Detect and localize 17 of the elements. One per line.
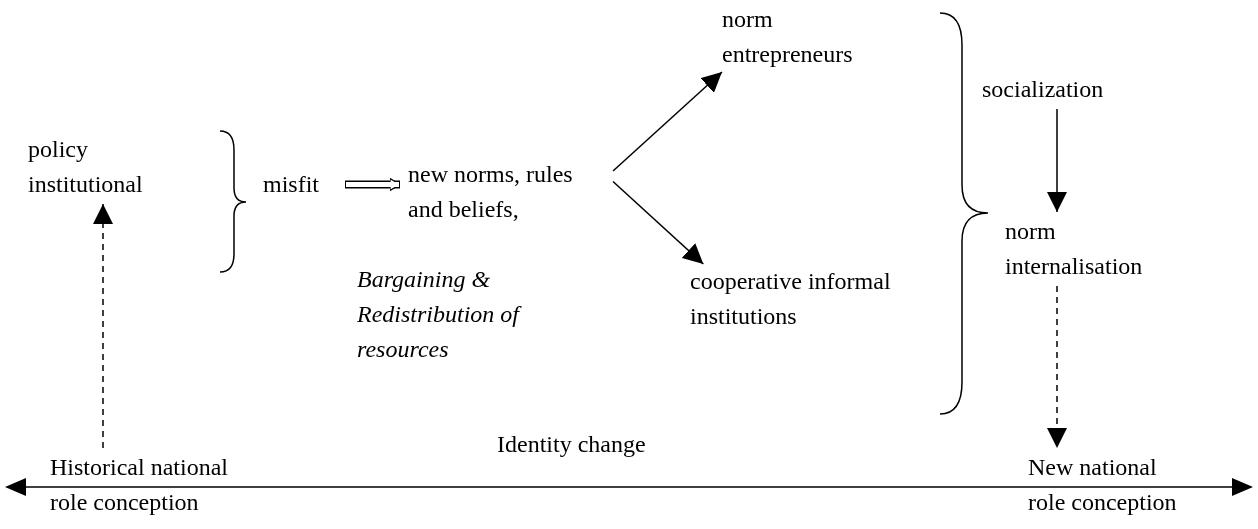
node-text: policy institutional <box>28 135 144 199</box>
node-text: norm internalisation <box>1005 217 1144 281</box>
node-text: New national role conception <box>1028 453 1178 517</box>
hollow-arrow <box>345 177 401 192</box>
arrow <box>612 180 705 265</box>
diagram-label: Identity change <box>497 430 646 459</box>
node-text: norm entrepreneurs <box>722 5 854 69</box>
node-text: Bargaining & Redistribution of resources <box>357 262 587 367</box>
node-text: socialization <box>982 75 1105 104</box>
arrow <box>1047 285 1067 449</box>
arrow <box>1047 108 1067 213</box>
node-text: cooperative informal institutions <box>690 267 892 331</box>
node-text: new norms, rules and beliefs, <box>408 160 574 224</box>
arrow <box>612 71 723 172</box>
node-text: misfit <box>263 170 320 199</box>
arrow <box>93 203 113 449</box>
node-text: Historical national role conception <box>50 453 229 517</box>
